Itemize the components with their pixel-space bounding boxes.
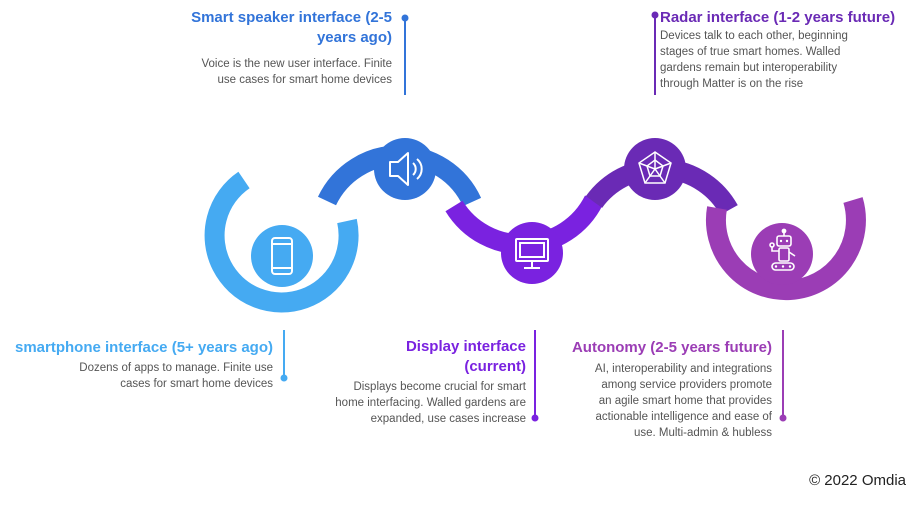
title-display: Display interface (current) [405, 338, 526, 375]
arc-smartphone [204, 171, 359, 313]
node-display [501, 222, 563, 284]
monitor-icon [515, 238, 549, 269]
title-smartphone: smartphone interface (5+ years ago) [14, 339, 273, 356]
arc-autonomy [705, 197, 866, 301]
node-speaker [374, 138, 436, 200]
radar-icon [638, 151, 672, 184]
node-radar [624, 138, 686, 200]
node-autonomy [751, 223, 813, 285]
connector-dot-speaker [401, 14, 409, 22]
robot-icon [769, 228, 796, 271]
desc-smartphone: Dozens of apps to manage. Finite use cas… [79, 362, 273, 390]
title-radar: Radar interface (1-2 years future) [660, 9, 896, 26]
desc-autonomy: AI, interoperability and integrations am… [594, 363, 772, 439]
desc-radar: Devices talk to each other, beginning st… [660, 30, 848, 90]
connector-dot-display [531, 414, 539, 422]
desc-display: Displays become crucial for smart home i… [335, 381, 526, 425]
node-smartphone [251, 225, 313, 287]
desc-speaker: Voice is the new user interface. Finite … [201, 58, 393, 86]
connector-dot-smartphone [280, 374, 288, 382]
copyright-notice: © 2022 Omdia [809, 472, 906, 489]
title-autonomy: Autonomy (2-5 years future) [571, 339, 772, 356]
connectors [280, 11, 787, 422]
speaker-icon [389, 152, 423, 186]
connector-dot-autonomy [779, 414, 787, 422]
smartphone-icon [271, 237, 293, 275]
title-speaker: Smart speaker interface (2-5 years ago) [191, 9, 392, 46]
connector-dot-radar [651, 11, 659, 19]
